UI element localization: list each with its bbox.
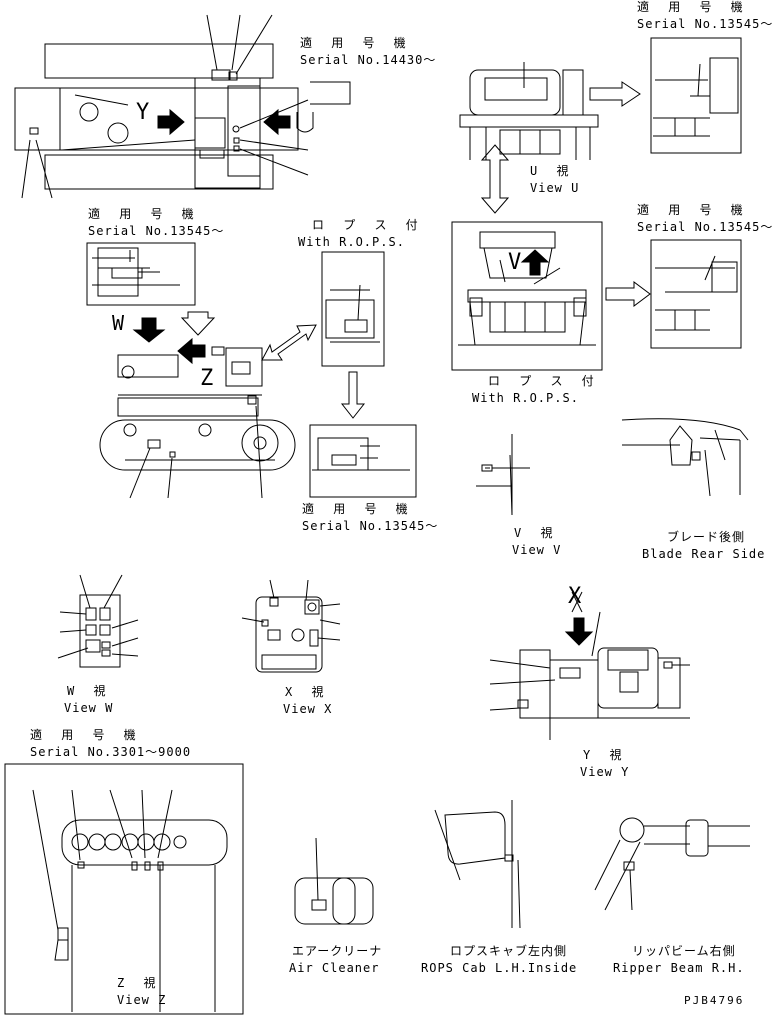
view-z-detail (4, 763, 244, 1015)
rops-detail-drawing (309, 251, 417, 498)
letter-x: X (568, 584, 583, 609)
view-u-drawing (459, 37, 742, 214)
drawing-code: PJB4796 (684, 994, 745, 1007)
view-x-detail (241, 579, 341, 673)
machine-side-drawing (86, 242, 317, 499)
blade-rear-detail (621, 418, 749, 497)
view-u-jp: U 視 (530, 164, 575, 178)
view-x-label: View X (283, 702, 333, 716)
ur-serial-jp: 適 用 号 機 (637, 0, 749, 14)
rops2-label: With R.O.P.S. (472, 391, 579, 405)
letter-v: V (508, 250, 523, 275)
z-serial: Serial No.3301〜9000 (30, 745, 192, 759)
mid-serial-jp: 適 用 号 機 (302, 502, 414, 516)
ur-serial: Serial No.13545〜 (637, 17, 774, 31)
rops-cab-detail (434, 800, 521, 929)
blade-jp: ブレード後側 (667, 530, 746, 544)
view-y-jp: Y 視 (583, 748, 628, 762)
view-y-detail (489, 591, 690, 740)
view-w-label: View W (64, 701, 114, 715)
view-w-detail (57, 574, 139, 668)
view-w-jp: W 視 (67, 684, 112, 698)
letter-z: Z (200, 366, 215, 391)
ripper-beam-detail (594, 817, 750, 911)
view-v-label: View V (512, 543, 562, 557)
blade-label: Blade Rear Side (642, 547, 766, 561)
view-u-label: View U (530, 181, 580, 195)
view-v-jp: V 視 (514, 526, 559, 540)
top-serial: Serial No.14430〜 (300, 53, 437, 67)
top-serial-jp: 適 用 号 機 (300, 36, 412, 50)
view-y-label: View Y (580, 765, 630, 779)
mid-serial: Serial No.13545〜 (302, 519, 439, 533)
rops-cab-jp: ロプスキャブ左内側 (450, 944, 568, 958)
z-serial-jp: 適 用 号 機 (30, 728, 142, 742)
view-x-jp: X 視 (285, 685, 330, 699)
w-serial: Serial No.13545〜 (88, 224, 225, 238)
rops2-jp: ロ プ ス 付 (488, 374, 600, 388)
letter-u-shape (296, 112, 314, 133)
machine-top-view (14, 14, 351, 199)
rops-label: With R.O.P.S. (298, 235, 405, 249)
mr-serial-jp: 適 用 号 機 (637, 203, 749, 217)
w-serial-jp: 適 用 号 機 (88, 207, 200, 221)
rops-cab-label: ROPS Cab L.H.Inside (421, 961, 578, 975)
letter-w: W (112, 311, 126, 335)
view-z-jp: Z 視 (117, 976, 162, 990)
air-cleaner-label: Air Cleaner (289, 961, 380, 975)
ripper-label: Ripper Beam R.H. (613, 961, 745, 975)
view-v-detail (476, 434, 530, 516)
air-cleaner-jp: エアークリーナ (292, 944, 383, 958)
air-cleaner-detail (294, 837, 374, 925)
view-z-label: View Z (117, 993, 167, 1007)
ripper-jp: リッパビーム右側 (632, 944, 736, 958)
view-v-rops-drawing (451, 221, 742, 371)
rops-jp: ロ プ ス 付 (312, 218, 424, 232)
letter-y: Y (136, 100, 151, 125)
mr-serial: Serial No.13545〜 (637, 220, 774, 234)
